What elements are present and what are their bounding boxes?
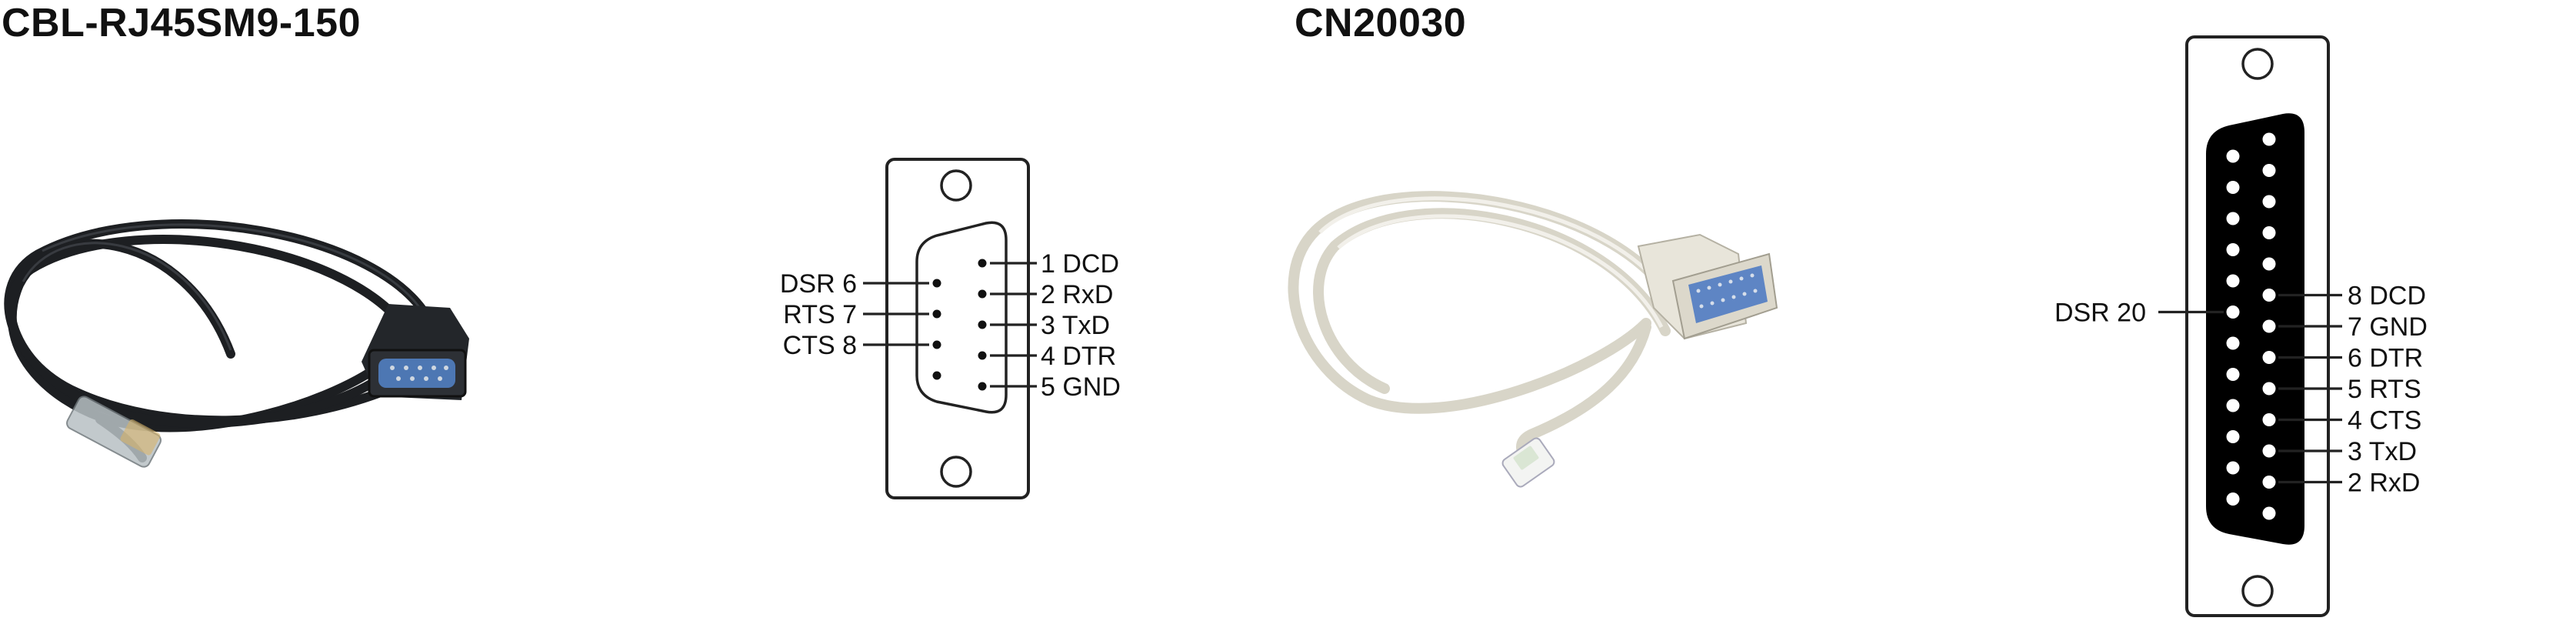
db25-pin-label: 2 RxD bbox=[2348, 469, 2420, 498]
db9-connector-icon bbox=[362, 304, 469, 400]
db25-pin-label: 7 GND bbox=[2348, 312, 2428, 342]
db25-pin-dot bbox=[2226, 149, 2240, 163]
db9-pin-dot bbox=[932, 340, 941, 349]
db25-pin-label: DSR 20 bbox=[2054, 299, 2146, 328]
db25-pin-dot bbox=[2262, 382, 2276, 396]
db9-pin-dot bbox=[932, 279, 941, 288]
db25-pin-label: 3 TxD bbox=[2348, 437, 2417, 466]
db25-pin-dot bbox=[2262, 226, 2276, 239]
db9-face-outline bbox=[915, 221, 1008, 414]
db25-pin-dot bbox=[2262, 195, 2276, 209]
mounting-hole-top-icon bbox=[2241, 48, 2274, 80]
db25-connector-icon bbox=[1637, 233, 1778, 340]
db25-pin-label: 5 RTS bbox=[2348, 375, 2421, 404]
db9-pin-label: 4 DTR bbox=[1041, 342, 1116, 371]
db25-pin-dot bbox=[2262, 506, 2276, 520]
product-title-cbl-rj45sm9-150: CBL-RJ45SM9-150 bbox=[2, 1, 361, 45]
db9-pin-dot bbox=[978, 259, 987, 268]
db9-pin-dot bbox=[978, 351, 987, 360]
db25-pin-dot bbox=[2226, 212, 2240, 225]
db9-pin-label: 5 GND bbox=[1041, 372, 1121, 402]
db25-pin-dot bbox=[2262, 476, 2276, 489]
mounting-hole-bottom-icon bbox=[2241, 575, 2274, 607]
db25-pin-dot bbox=[2262, 319, 2276, 333]
db25-pin-dot bbox=[2226, 305, 2240, 319]
db25-pin-dot bbox=[2262, 164, 2276, 177]
db9-pin-dot bbox=[978, 289, 987, 299]
db9-pin-label: 3 TxD bbox=[1041, 311, 1110, 340]
db25-pin-dot bbox=[2226, 461, 2240, 475]
product-title-cn20030: CN20030 bbox=[1295, 1, 1467, 45]
db9-pin-dot bbox=[932, 371, 941, 380]
db25-pin-dot bbox=[2262, 132, 2276, 146]
db25-pin-dot bbox=[2226, 243, 2240, 256]
db25-pin-dot bbox=[2226, 274, 2240, 288]
db25-pin-dot bbox=[2262, 257, 2276, 271]
db25-pin-dot bbox=[2226, 181, 2240, 194]
db9-pin-label: CTS 8 bbox=[783, 331, 857, 360]
db9-pin-dot bbox=[978, 382, 987, 391]
db25-pin-dot bbox=[2262, 351, 2276, 364]
cable-photo-cn20030 bbox=[1288, 191, 1778, 488]
mounting-hole-top-icon bbox=[940, 169, 972, 202]
db25-pin-dot bbox=[2226, 492, 2240, 506]
db25-pin-label: 4 CTS bbox=[2348, 406, 2421, 436]
db25-pin-dot bbox=[2262, 413, 2276, 426]
db9-pin-label: DSR 6 bbox=[780, 269, 857, 299]
db25-face bbox=[2206, 113, 2304, 545]
db9-pin-dot bbox=[978, 320, 987, 329]
db25-pin-dot bbox=[2262, 289, 2276, 302]
db25-pin-dot bbox=[2226, 336, 2240, 350]
db25-pin-dot bbox=[2262, 444, 2276, 458]
db9-pin-label: 2 RxD bbox=[1041, 280, 1113, 309]
db25-pin-dot bbox=[2226, 399, 2240, 412]
db9-pin-dot bbox=[932, 309, 941, 319]
rj45-plug-icon bbox=[1501, 437, 1555, 488]
rj45-plug-icon bbox=[66, 396, 162, 468]
db25-pin-label: 8 DCD bbox=[2348, 282, 2426, 311]
cable-photo-cbl-rj45sm9-150 bbox=[4, 219, 469, 468]
db9-pin-label: RTS 7 bbox=[783, 300, 857, 329]
db9-pin-label: 1 DCD bbox=[1041, 249, 1119, 279]
mounting-hole-bottom-icon bbox=[940, 456, 972, 488]
db25-pin-dot bbox=[2226, 368, 2240, 381]
db25-pin-label: 6 DTR bbox=[2348, 344, 2423, 373]
db25-pin-dot bbox=[2226, 430, 2240, 443]
